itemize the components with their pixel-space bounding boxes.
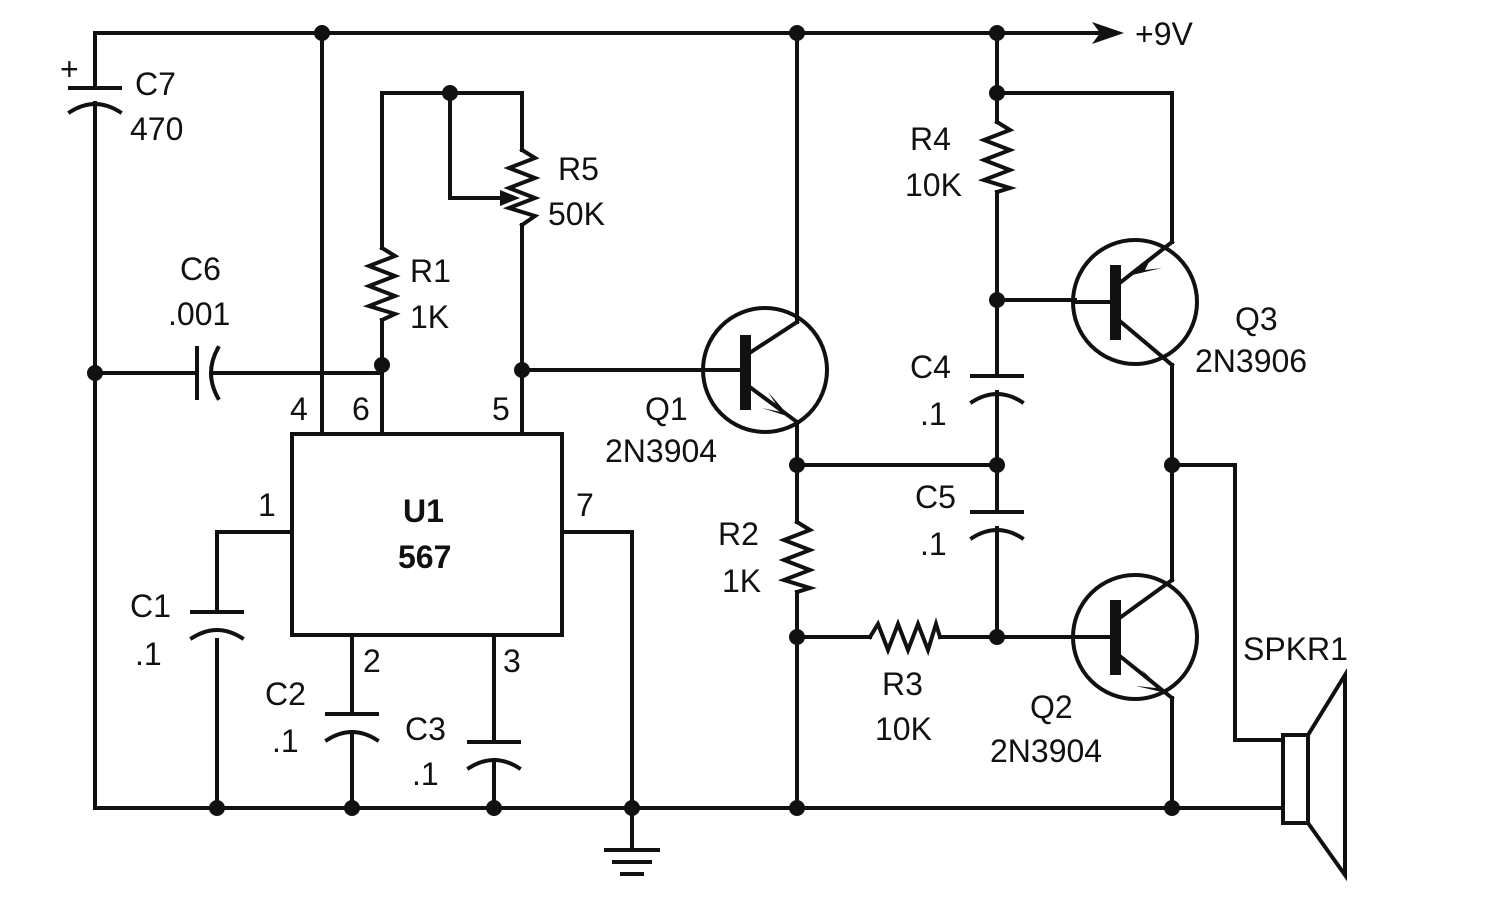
capacitor-c3-symbol — [466, 740, 522, 771]
c6-ref-label: C6 — [180, 251, 221, 287]
c1-ref-label: C1 — [130, 588, 171, 624]
r1-ref-label: R1 — [410, 253, 451, 289]
pin-5-label: 5 — [492, 391, 510, 427]
supply-label: +9V — [1135, 16, 1193, 52]
pin-4-label: 4 — [290, 391, 308, 427]
resistor-r5-symbol — [502, 147, 541, 228]
r3-ref-label: R3 — [882, 666, 923, 702]
r4-ref-label: R4 — [910, 121, 951, 157]
r2-ref-label: R2 — [718, 516, 759, 552]
supply-arrow-icon — [1092, 22, 1124, 44]
pin-2-label: 2 — [363, 643, 381, 679]
c7-ref-label: C7 — [135, 66, 176, 102]
c2-ref-label: C2 — [265, 676, 306, 712]
junction-dots — [87, 25, 1180, 816]
c2-value-label: .1 — [272, 723, 299, 759]
pin-6-label: 6 — [352, 391, 370, 427]
c5-ref-label: C5 — [915, 479, 956, 515]
pin-1-label: 1 — [258, 487, 276, 523]
resistor-r1-symbol — [362, 245, 401, 323]
spkr1-ref-label: SPKR1 — [1243, 631, 1348, 667]
transistor-q3-symbol — [1071, 238, 1199, 368]
resistor-r3-symbol — [867, 617, 943, 657]
transistor-q2-symbol — [1071, 573, 1199, 701]
c4-value-label: .1 — [920, 396, 947, 432]
ground-icon — [604, 848, 660, 876]
capacitor-c7-symbol — [67, 86, 123, 115]
wires — [93, 31, 1285, 850]
capacitor-c6-symbol — [195, 345, 221, 401]
capacitor-c4-symbol — [969, 374, 1025, 405]
ic-part-label: 567 — [398, 539, 451, 575]
r1-value-label: 1K — [410, 299, 449, 335]
pin-3-label: 3 — [503, 643, 521, 679]
speaker-icon — [1281, 667, 1347, 882]
resistor-r2-symbol — [777, 519, 817, 595]
capacitor-c5-symbol — [969, 510, 1025, 541]
c3-ref-label: C3 — [405, 711, 446, 747]
r3-value-label: 10K — [875, 711, 932, 747]
c7-polarity-label: + — [60, 51, 79, 87]
c3-value-label: .1 — [412, 756, 439, 792]
q2-part-label: 2N3904 — [990, 733, 1102, 769]
c1-value-label: .1 — [135, 636, 162, 672]
c5-value-label: .1 — [920, 526, 947, 562]
q1-part-label: 2N3904 — [605, 433, 717, 469]
r2-value-label: 1K — [722, 563, 761, 599]
q3-ref-label: Q3 — [1235, 301, 1278, 337]
ic-u1-body — [290, 432, 564, 637]
r5-wiper-arrow-icon — [500, 190, 520, 206]
q2-ref-label: Q2 — [1030, 689, 1073, 725]
r4-value-label: 10K — [905, 167, 962, 203]
transistor-q1-symbol — [701, 306, 829, 434]
r5-ref-label: R5 — [558, 151, 599, 187]
q1-ref-label: Q1 — [645, 391, 688, 427]
ic-ref-label: U1 — [403, 493, 444, 529]
c4-ref-label: C4 — [910, 349, 951, 385]
resistor-r4-symbol — [977, 119, 1017, 195]
c7-value-label: 470 — [130, 111, 183, 147]
c6-value-label: .001 — [168, 296, 230, 332]
capacitor-c2-symbol — [324, 712, 380, 743]
r5-value-label: 50K — [548, 196, 605, 232]
capacitor-c1-symbol — [189, 610, 245, 641]
pin-7-label: 7 — [576, 487, 594, 523]
q3-part-label: 2N3906 — [1195, 343, 1307, 379]
